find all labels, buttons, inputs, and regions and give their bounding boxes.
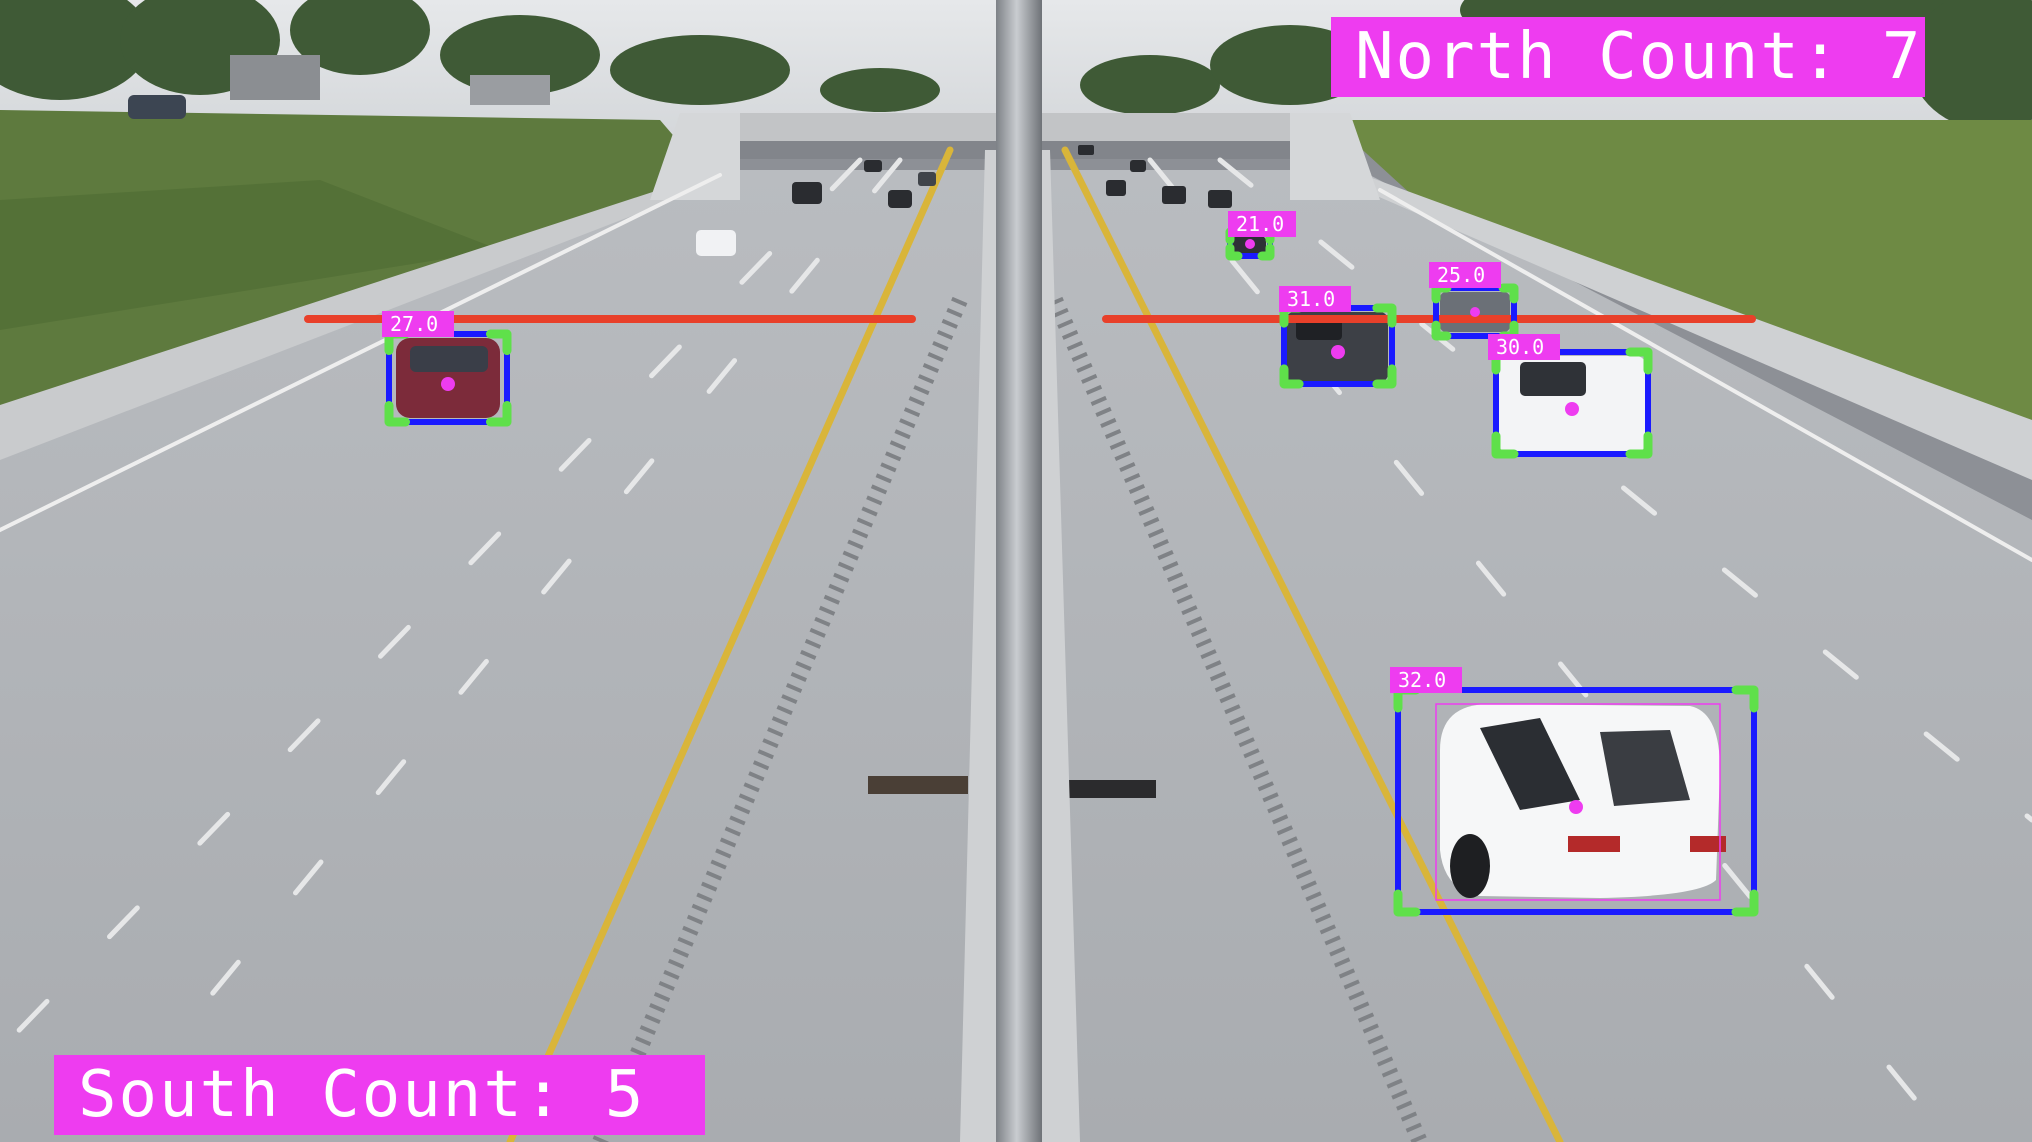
centroid-dot — [1245, 239, 1255, 249]
building — [230, 55, 320, 100]
speed-label: 30.0 — [1496, 335, 1544, 359]
centroid-dot — [1569, 800, 1583, 814]
corner-marker — [1731, 685, 1759, 713]
right-embankment — [1330, 120, 2032, 420]
corner-marker — [485, 400, 512, 427]
centroid-dot — [1331, 345, 1345, 359]
speed-label-bg — [1429, 262, 1501, 288]
corner-marker — [1372, 364, 1397, 389]
overpass-abutment-right — [1290, 113, 1380, 200]
corner-marker — [1257, 243, 1275, 261]
vehicle-sedan-white — [1440, 704, 1726, 898]
centroid-dot — [441, 377, 455, 391]
centroid-dot — [1470, 307, 1480, 317]
corner-marker — [1498, 283, 1519, 304]
corner-marker — [485, 329, 512, 356]
speed-label-bg — [1228, 211, 1296, 237]
det-sedan-white: 32.0 — [1390, 667, 1759, 917]
drain-grate — [1058, 780, 1156, 798]
bounding-box — [1395, 687, 1757, 915]
bounding-box — [1493, 349, 1651, 457]
corner-marker — [1393, 889, 1421, 917]
speed-label: 25.0 — [1437, 263, 1485, 287]
speed-label: 32.0 — [1398, 668, 1446, 692]
det-minivan-southbound: 27.0 — [382, 311, 512, 427]
det-pickup-dark: 31.0 — [1279, 286, 1397, 389]
light-pole — [996, 0, 1042, 1142]
speed-label: 21.0 — [1236, 212, 1284, 236]
speed-label-bg — [1488, 334, 1560, 360]
corner-marker — [1279, 364, 1304, 389]
corner-marker — [1372, 303, 1397, 328]
south-count-banner: South Count: 5 — [54, 1055, 705, 1135]
corner-marker — [1731, 889, 1759, 917]
left-embankment-shade — [0, 180, 500, 330]
det-pickup-white: 30.0 — [1488, 334, 1653, 459]
distant-traffic — [128, 95, 1232, 256]
segment-box — [1435, 703, 1721, 901]
det-far-northbound: 21.0 — [1225, 211, 1296, 261]
right-guard-wall — [1340, 170, 2032, 480]
speed-label: 31.0 — [1287, 287, 1335, 311]
corner-marker — [1625, 347, 1653, 375]
corner-marker — [1625, 431, 1653, 459]
building — [470, 75, 550, 105]
corner-marker — [1491, 431, 1519, 459]
north-count-banner: North Count: 7 — [1331, 17, 1925, 97]
detections-layer: 27.0 21.0 31.0 25.0 30.0 32.0 — [382, 211, 1759, 917]
speed-label-bg — [1279, 286, 1351, 312]
rumble-strips — [592, 296, 1428, 1142]
corner-marker — [384, 400, 411, 427]
speed-label-bg — [1390, 667, 1462, 693]
drain-grate — [868, 776, 968, 794]
corner-marker — [1431, 320, 1452, 341]
speed-label: 27.0 — [390, 312, 438, 336]
corner-marker — [1225, 243, 1243, 261]
speed-label-bg — [382, 311, 454, 337]
centroid-dot — [1565, 402, 1579, 416]
